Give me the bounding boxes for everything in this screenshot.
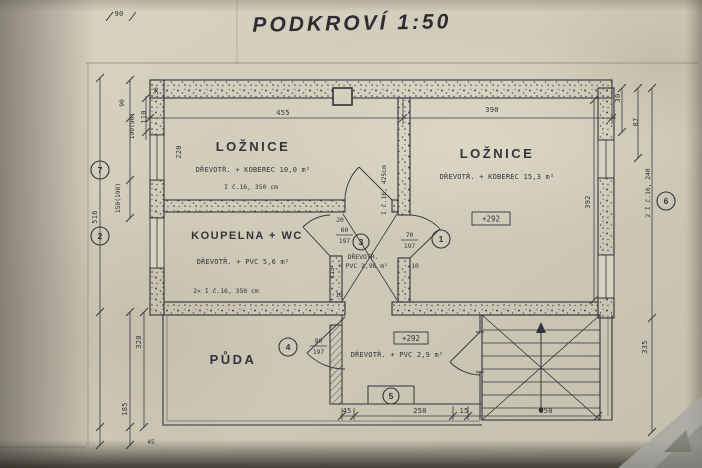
- dim-left-185: 185: [121, 402, 129, 416]
- room-name-attic: PŮDA: [210, 351, 257, 367]
- dim-bottom-45: 45: [342, 407, 351, 415]
- room-name-bedroom-left: LOŽNICE: [216, 139, 291, 154]
- marker-4: 4: [286, 342, 291, 352]
- room-name-bathroom: KOUPELNA + WC: [191, 230, 303, 242]
- dim-bottom-250b: 250: [539, 407, 553, 415]
- staircase: [481, 314, 601, 421]
- dim-left-110: 110: [140, 110, 148, 124]
- windows: [149, 134, 615, 299]
- dim-right-335: 335: [641, 340, 649, 354]
- level-box-landing: [393, 331, 429, 345]
- room-labels: LOŽNICE DŘEVOTŘ. + KOBEREC 10,0 m² I č.1…: [191, 139, 554, 367]
- dim-left-190-90: 190(90): [129, 113, 136, 140]
- dim-right-87: 87: [632, 117, 640, 126]
- door-b-width: 70: [406, 232, 414, 239]
- stair-arrow-start: [538, 407, 544, 413]
- beam-note-bathroom: 2× I č.16, 350 cm: [193, 287, 259, 295]
- level-box-bedroom-right: [471, 211, 511, 226]
- dim-hall-10: 10: [335, 292, 343, 299]
- marker-1: 1: [439, 234, 444, 244]
- room-floor-hall-2: + PVC 2,96 m²: [338, 262, 388, 270]
- plan-walls: [149, 79, 615, 319]
- dim-corner-30: 30: [153, 87, 160, 95]
- door-c-height: 197: [313, 349, 325, 356]
- dim-hall-20: 20: [336, 217, 344, 224]
- room-floor-bedroom-left: DŘEVOTŘ. + KOBEREC 10,0 m²: [196, 165, 311, 174]
- dim-hall-115: 115: [329, 267, 336, 279]
- dim-hall-10b: 10: [411, 263, 419, 270]
- dim-right-30: 30: [614, 93, 622, 102]
- door-a-height: 197: [339, 238, 351, 245]
- hall-opening-cross: [342, 213, 398, 301]
- marker-7: 7: [98, 165, 103, 175]
- dim-left-150-190: 150(190): [115, 183, 122, 213]
- door-a-width: 60: [341, 227, 349, 234]
- room-name-bedroom-right: LOŽNICE: [460, 146, 535, 161]
- level-landing: +292: [402, 334, 420, 343]
- dim-left-90: 90: [119, 99, 126, 107]
- dim-top-455: 455: [276, 109, 290, 117]
- door-size-bars: [310, 234, 418, 347]
- door-b-height: 197: [404, 243, 416, 250]
- dim-top-390: 390: [485, 106, 499, 114]
- marker-6: 6: [664, 196, 669, 206]
- beam-note-right: 2 I č.16, 240: [644, 168, 652, 217]
- room-floor-bedroom-right: DŘEVOTŘ. + KOBEREC 15,3 m²: [440, 172, 555, 181]
- marker-3: 3: [359, 237, 364, 247]
- marker-2: 2: [98, 231, 103, 241]
- room-floor-hall-1: DŘEVOTŘ.: [348, 252, 379, 261]
- beam-note-bedroom-left: I č.16, 350 cm: [224, 183, 278, 191]
- flue-wall: [329, 324, 343, 405]
- drawing-title: PODKROVÍ 1:50: [252, 10, 451, 36]
- lower-outline: [162, 315, 613, 426]
- dimension-ticks: [95, 73, 657, 450]
- level-bedroom-right: +292: [482, 215, 500, 224]
- stair-arrow-head: [536, 322, 546, 333]
- marker-5: 5: [389, 391, 394, 401]
- dimension-texts: 455 390 110 220 30 87 2 I č.16, 240 392 …: [91, 10, 652, 446]
- photo-watermark: [618, 396, 702, 468]
- beam-note-vertical: I č.16, 425cm: [380, 165, 388, 215]
- dim-left-320: 320: [135, 335, 143, 349]
- margin-ticks: [105, 11, 137, 22]
- dim-bottom-15: 15: [459, 407, 468, 415]
- dim-bottom-250a: 250: [413, 407, 427, 415]
- chimney: [332, 87, 353, 106]
- dim-right-392: 392: [584, 195, 592, 209]
- dim-margin-90: 90: [114, 10, 123, 18]
- door-c-width: 80: [315, 338, 323, 345]
- paper-stain-2: [540, 0, 702, 140]
- room-floor-bathroom: DŘEVOTŘ. + PVC 5,6 m²: [197, 257, 290, 266]
- room-floor-landing: DŘEVOTŘ. + PVC 2,9 m²: [351, 350, 444, 359]
- dimension-lines: [95, 11, 657, 450]
- dim-window-220: 220: [175, 145, 183, 159]
